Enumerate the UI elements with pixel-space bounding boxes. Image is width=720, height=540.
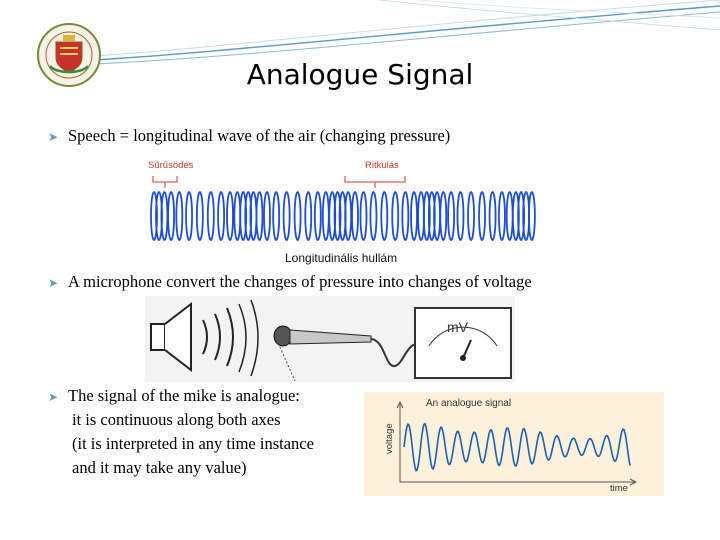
signal-title: An analogue signal xyxy=(426,398,511,409)
wave-ring xyxy=(304,191,313,241)
wave-ring xyxy=(478,191,486,241)
wave-ring xyxy=(433,191,441,241)
wave-ring xyxy=(467,191,475,241)
speaker-icon xyxy=(150,301,192,373)
wave-ring xyxy=(293,191,302,241)
header-decoration xyxy=(94,0,720,65)
longitudinal-wave-figure: Sűrűsödés Ritkulás Longitudinális hullám xyxy=(148,160,536,265)
continuation-line-2: (it is interpreted in any time instance xyxy=(72,434,314,453)
wave-ring xyxy=(313,191,322,241)
wave-ring xyxy=(391,191,400,241)
bullet-marker-icon: ➤ xyxy=(48,130,59,144)
bullet-text: The signal of the mike is analogue: xyxy=(68,386,300,405)
wave-rings xyxy=(150,191,536,241)
slide-title: Analogue Signal xyxy=(246,58,474,91)
signal-background xyxy=(364,392,664,496)
meter-unit-label: mV xyxy=(447,319,469,335)
wave-ring xyxy=(333,191,342,241)
wave-ring xyxy=(321,191,330,241)
wave-ring xyxy=(369,191,378,241)
wave-ring xyxy=(517,191,525,241)
wave-ring xyxy=(167,191,175,241)
label-compression: Sűrűsödés xyxy=(148,160,194,171)
voltmeter-icon: mV xyxy=(414,307,512,379)
bullet-text: Speech = longitudinal wave of the air (c… xyxy=(68,126,451,145)
analogue-signal-figure: An analogue signal voltage time xyxy=(364,392,664,496)
wave-ring xyxy=(150,191,158,241)
microphone-icon xyxy=(273,325,372,382)
label-rarefaction: Ritkulás xyxy=(365,160,399,171)
continuation-line-3: and it may take any value) xyxy=(72,458,247,477)
wave-ring xyxy=(263,191,271,241)
sound-waves-icon xyxy=(202,299,259,377)
microphone-figure: mV xyxy=(145,296,515,382)
signal-line xyxy=(403,422,631,472)
wave-ring xyxy=(206,191,215,241)
wave-ring xyxy=(272,191,281,241)
wave-ring xyxy=(175,191,184,241)
wave-ring xyxy=(239,191,248,241)
wave-ring xyxy=(505,191,514,241)
wave-ring xyxy=(527,191,536,241)
bullet-text: A microphone convert the changes of pres… xyxy=(68,272,532,291)
wave-ring xyxy=(226,191,234,241)
university-seal-logo xyxy=(37,23,101,87)
wave-ring xyxy=(185,191,193,241)
bullet-marker-icon: ➤ xyxy=(48,390,59,404)
continuation-line-1: it is continuous along both axes xyxy=(72,410,281,429)
wave-ring xyxy=(401,191,410,241)
wave-ring xyxy=(351,191,359,241)
wave-ring xyxy=(410,191,418,241)
signal-ylabel: voltage xyxy=(384,423,395,454)
wave-ring xyxy=(498,191,506,241)
wave-ring xyxy=(249,191,258,241)
wave-ring xyxy=(359,191,368,241)
signal-xlabel: time xyxy=(610,483,628,494)
bullet-microphone: ➤ A microphone convert the changes of pre… xyxy=(48,270,532,295)
wave-ring xyxy=(160,191,169,241)
wave-ring xyxy=(255,191,264,241)
wave-ring xyxy=(217,191,225,241)
wave-ring xyxy=(447,191,455,241)
bullet-analogue: ➤ The signal of the mike is analogue: xyxy=(48,384,300,409)
wave-ring xyxy=(344,191,353,241)
wave-ring xyxy=(488,191,497,241)
wave-ring xyxy=(380,191,389,241)
bullet-marker-icon: ➤ xyxy=(48,276,59,290)
bullet-speech: ➤ Speech = longitudinal wave of the air (… xyxy=(48,124,450,149)
wave-ring xyxy=(439,191,448,241)
wave-ring xyxy=(422,191,431,241)
wave-ring xyxy=(282,191,291,241)
wave-caption: Longitudinális hullám xyxy=(285,251,397,265)
wave-ring xyxy=(456,191,465,241)
wave-ring xyxy=(195,191,204,241)
